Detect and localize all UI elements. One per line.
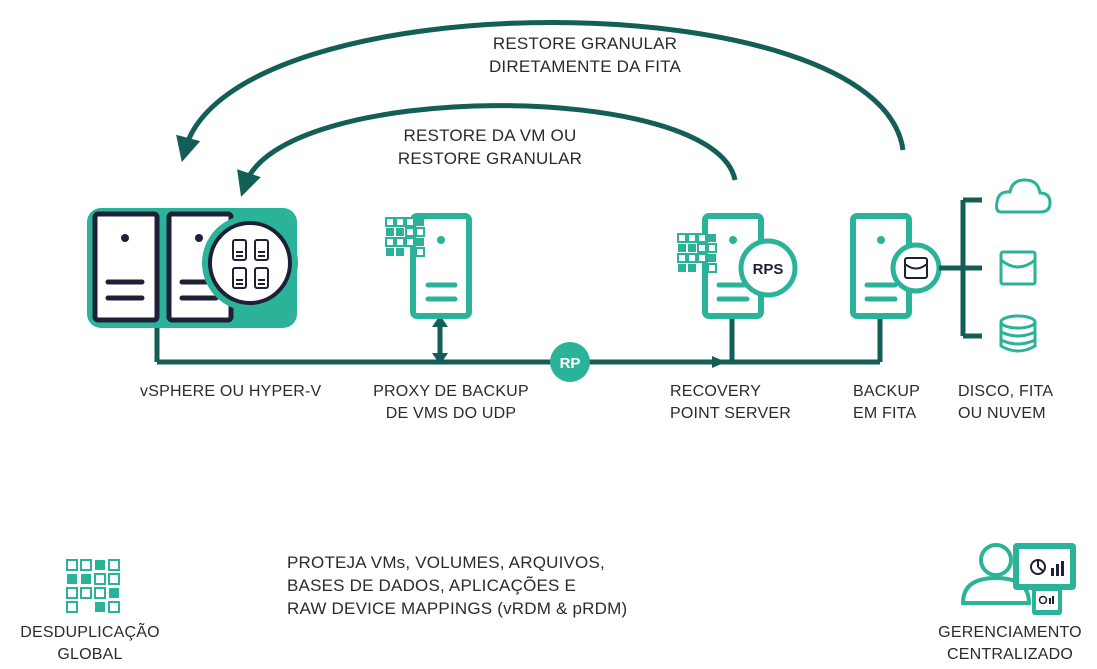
- rps-badge-text: RPS: [753, 261, 784, 278]
- vm-grid-icon: [385, 217, 425, 257]
- inner-restore-arrow: [237, 103, 738, 197]
- inner-restore-label: RESTORE DA VM OU RESTORE GRANULAR: [397, 126, 583, 168]
- dedup-label: DESDUPLICAÇÃO GLOBAL: [20, 624, 160, 663]
- storage-label: DISCO, FITA OU NUVEM: [958, 383, 1054, 422]
- hypervisor-label: vSPHERE OU HYPER-V: [140, 383, 322, 400]
- management-label: GERENCIAMENTO CENTRALIZADO: [938, 624, 1082, 663]
- storage-bracket: [939, 197, 982, 339]
- twin-server-icon: [87, 208, 298, 328]
- protect-text: PROTEJA VMs, VOLUMES, ARQUIVOS, BASES DE…: [287, 553, 628, 618]
- outer-restore-arrow: [176, 20, 906, 163]
- cloud-icon: [995, 178, 1052, 214]
- disk-icon: [999, 314, 1037, 353]
- tape-server-icon: [850, 213, 942, 319]
- vm-grid-icon: [677, 233, 717, 273]
- user-dashboard-icon: [960, 543, 1076, 615]
- tape-storage-icon: [999, 250, 1037, 286]
- tape-icon: [904, 257, 928, 279]
- tape-label: BACKUP EM FITA: [853, 383, 920, 422]
- outer-restore-label: RESTORE GRANULAR DIRETAMENTE DA FITA: [488, 34, 682, 76]
- proxy-label: PROXY DE BACKUP DE VMS DO UDP: [373, 383, 529, 422]
- rp-badge: RP: [550, 342, 590, 382]
- rps-label: RECOVERY POINT SERVER: [670, 383, 791, 422]
- proxy-server-icon: [385, 213, 472, 319]
- rps-server-icon: RPS: [677, 213, 798, 319]
- svg-text:RP: RP: [560, 355, 581, 372]
- dedup-grid-icon: [66, 559, 120, 613]
